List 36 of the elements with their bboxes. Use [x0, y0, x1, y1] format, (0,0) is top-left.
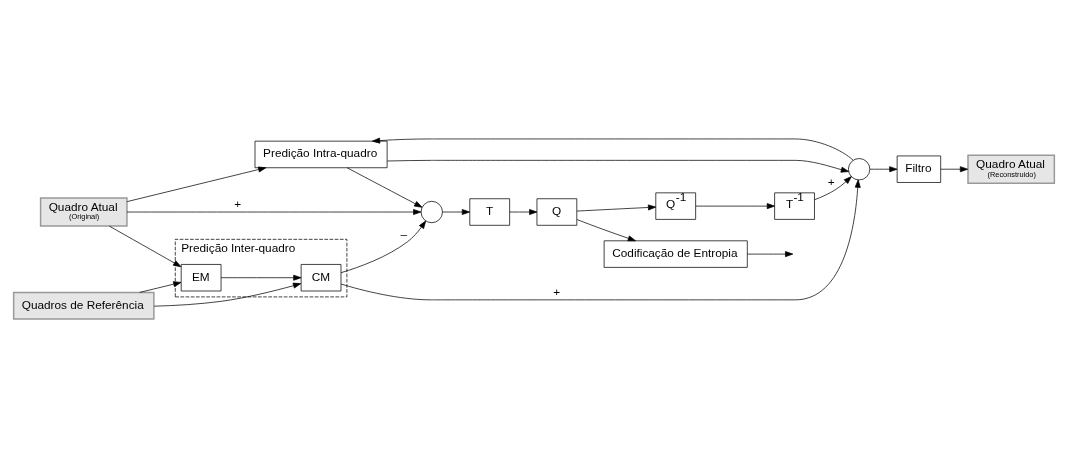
node-box: Filtro: [896, 155, 942, 183]
arrow: [340, 179, 861, 300]
node-box: Predição Intra-quadro: [254, 140, 388, 168]
node-box: Codificação de Entropia: [603, 239, 748, 268]
node-box: Quadro Atual (Original): [39, 196, 128, 227]
arrow: [576, 218, 636, 241]
node-box: EM: [180, 263, 222, 291]
node-box: Quadros de Referência: [12, 291, 155, 320]
arrow: [340, 220, 427, 273]
arrow: [747, 250, 794, 257]
arrow: [576, 204, 657, 211]
node-box: Quadro Atual (Reconstruido): [967, 153, 1056, 184]
arrow: [695, 202, 775, 209]
arrow: [346, 166, 423, 208]
arrow: [386, 159, 849, 173]
arrow: [442, 208, 470, 215]
arrow: [509, 208, 538, 215]
edge-label: +: [234, 196, 242, 211]
arrow: [220, 274, 302, 281]
node-box: Q: [536, 197, 578, 226]
arrow: [109, 225, 182, 267]
arrow: [153, 282, 302, 307]
node-box: T: [469, 197, 510, 226]
arrow: [869, 165, 898, 172]
node-circle: [848, 157, 871, 180]
node-box: CM: [300, 263, 342, 291]
edge-label: +: [553, 284, 561, 299]
edge-label: –: [400, 226, 407, 241]
arrow: [814, 175, 852, 200]
arrow: [126, 208, 422, 215]
arrow: [126, 166, 267, 202]
arrow: [940, 165, 969, 172]
arrow: [139, 280, 182, 293]
node-circle: [420, 200, 443, 223]
arrow: [372, 137, 854, 160]
edge-label: +: [827, 174, 835, 189]
